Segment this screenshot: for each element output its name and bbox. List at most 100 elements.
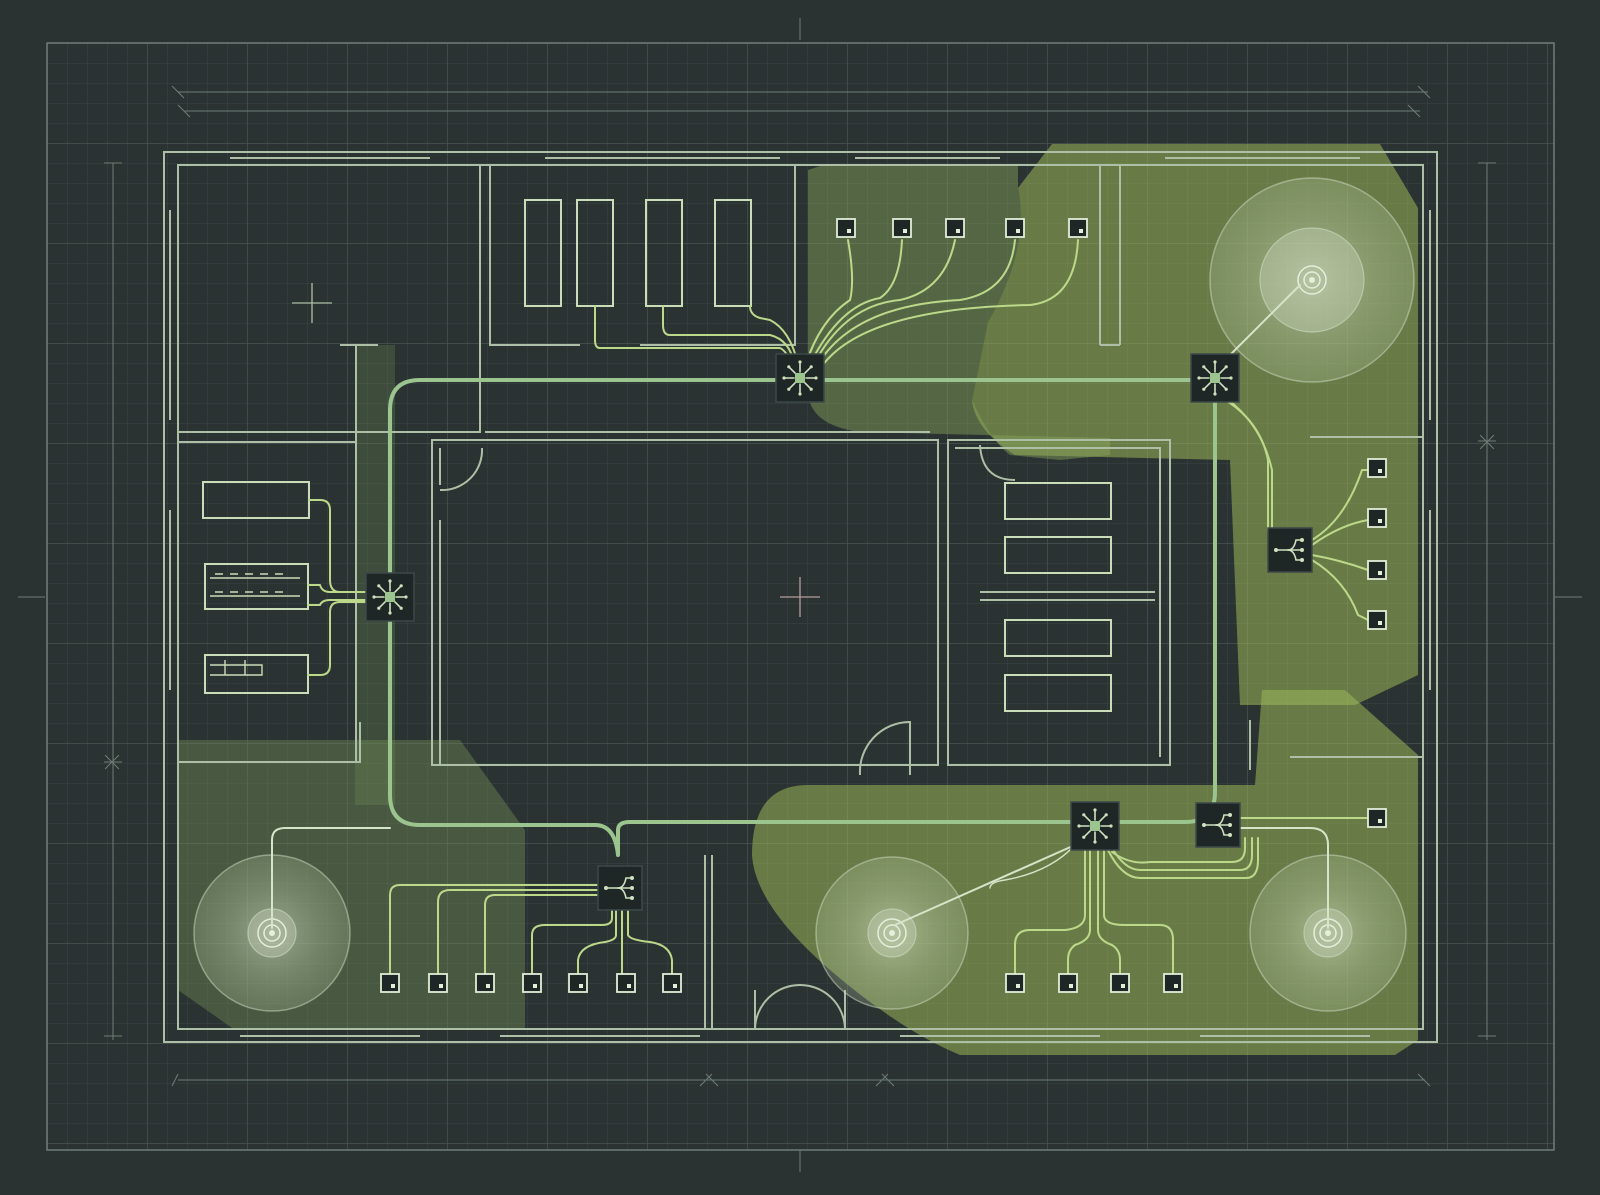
endpoint-devices (380, 218, 1387, 993)
hub-bottom-center[interactable] (1070, 801, 1120, 851)
endpoint-device[interactable] (428, 973, 448, 993)
cable-switch-right-to-device-1 (1311, 469, 1369, 541)
server-rack-4 (714, 199, 752, 307)
cable-hub-bottom-center-device-2 (1067, 849, 1091, 976)
switch-bottom-left[interactable] (597, 865, 643, 911)
endpoint-device[interactable] (836, 218, 856, 238)
cable-switch-bottom-left-device-4 (531, 904, 613, 976)
coverage-zone-top-center (808, 166, 1110, 460)
hub-left[interactable] (365, 572, 415, 622)
cable-hub-bottom-center-device-3 (1097, 849, 1121, 976)
endpoint-device[interactable] (616, 973, 636, 993)
hub-top-center[interactable] (775, 353, 825, 403)
building-walls (163, 151, 1438, 1043)
cable-hub-bottom-center-to-ap (894, 844, 1076, 926)
device-port-icon (568, 973, 588, 993)
cable-trunk-to-ap-bottom-left (271, 827, 391, 929)
endpoint-device[interactable] (568, 973, 588, 993)
switch-right[interactable] (1267, 527, 1313, 573)
room-top-center (489, 164, 796, 346)
cable-switch-bottom-left-device-1 (389, 884, 601, 976)
ap-top-right[interactable] (1209, 177, 1415, 383)
cable-switch-right-to-device-3 (1311, 554, 1369, 571)
desk-left-2 (204, 563, 309, 610)
dimension-lines (18, 18, 1582, 1172)
room-bottom-door (858, 720, 911, 776)
device-port-icon (945, 218, 965, 238)
cable-hub-top-center-to-device-3 (749, 305, 799, 365)
central-hall (431, 439, 939, 766)
branch-cabling (271, 239, 1369, 976)
endpoint-device[interactable] (1058, 973, 1078, 993)
endpoint-device[interactable] (1367, 610, 1387, 630)
device-port-icon (522, 973, 542, 993)
cable-hub-bottom-center-to-switch-c (1111, 837, 1246, 864)
endpoint-device[interactable] (662, 973, 682, 993)
room-bottom-walls (178, 855, 1423, 1030)
hub-top-right[interactable] (1190, 353, 1240, 403)
shelf-right-3 (1004, 619, 1112, 657)
room-center-right (947, 439, 1171, 766)
device-port-icon (1110, 973, 1130, 993)
cable-hub-left-to-desk-2b (307, 599, 371, 606)
device-port-icon (892, 218, 912, 238)
branch-switch-icon (604, 876, 634, 900)
desk-left-2-detail (210, 573, 300, 597)
room-top-right-wall (805, 164, 1121, 346)
room-top-left (177, 164, 481, 433)
device-port-icon (1068, 218, 1088, 238)
device-port-icon (1163, 973, 1183, 993)
cable-hub-bottom-center-to-switch-a (1111, 837, 1253, 871)
endpoint-device[interactable] (1367, 808, 1387, 828)
windows (169, 157, 1431, 1037)
cable-hub-top-center-to-switch-3 (813, 239, 956, 365)
ap-bottom-center[interactable] (815, 856, 969, 1010)
endpoint-device[interactable] (1110, 973, 1130, 993)
room-right-wall (979, 444, 1016, 481)
network-hub-icon (1197, 360, 1233, 396)
switch-bottom-right[interactable] (1195, 802, 1241, 848)
device-port-icon (1367, 458, 1387, 478)
endpoint-device[interactable] (1367, 508, 1387, 528)
endpoint-device[interactable] (945, 218, 965, 238)
device-port-icon (1367, 560, 1387, 580)
shelf-right-2 (1004, 536, 1112, 574)
device-port-icon (662, 973, 682, 993)
device-port-icon (1005, 973, 1025, 993)
endpoint-device[interactable] (1068, 218, 1088, 238)
endpoint-device[interactable] (522, 973, 542, 993)
outer-wall (163, 151, 1438, 1043)
endpoint-device[interactable] (892, 218, 912, 238)
crosshair-top-left (292, 283, 332, 323)
cable-hub-bottom-center-to-switch-b (1107, 837, 1259, 879)
reference-marks (292, 283, 820, 617)
endpoint-device[interactable] (1367, 560, 1387, 580)
endpoint-device[interactable] (1163, 973, 1183, 993)
cable-hub-bottom-center-device-1 (1014, 849, 1086, 976)
device-port-icon (1367, 508, 1387, 528)
cable-hub-top-right-to-switch-b (1225, 397, 1273, 531)
crosshair-center (780, 577, 820, 617)
wifi-access-point-icon (877, 918, 907, 948)
endpoint-device[interactable] (1005, 973, 1025, 993)
endpoint-device[interactable] (1005, 218, 1025, 238)
endpoint-device[interactable] (1367, 458, 1387, 478)
device-port-icon (1058, 973, 1078, 993)
endpoint-device[interactable] (475, 973, 495, 993)
network-hub-icon (372, 579, 408, 615)
desk-left-3-detail (210, 660, 263, 676)
cable-switch-right-to-device-4 (1311, 559, 1369, 621)
device-port-icon (428, 973, 448, 993)
device-port-icon (1367, 610, 1387, 630)
room-right-wing (1249, 436, 1423, 770)
cable-hub-top-center-to-switch-5 (821, 239, 1079, 367)
device-port-icon (836, 218, 856, 238)
wifi-access-point-icon (1297, 265, 1327, 295)
endpoint-device[interactable] (380, 973, 400, 993)
ap-bottom-left[interactable] (193, 854, 351, 1012)
cable-hub-left-to-desk-3 (307, 601, 371, 676)
cable-switch-bottom-right-to-ap (1239, 827, 1329, 929)
shelf-right-1 (1004, 482, 1112, 520)
